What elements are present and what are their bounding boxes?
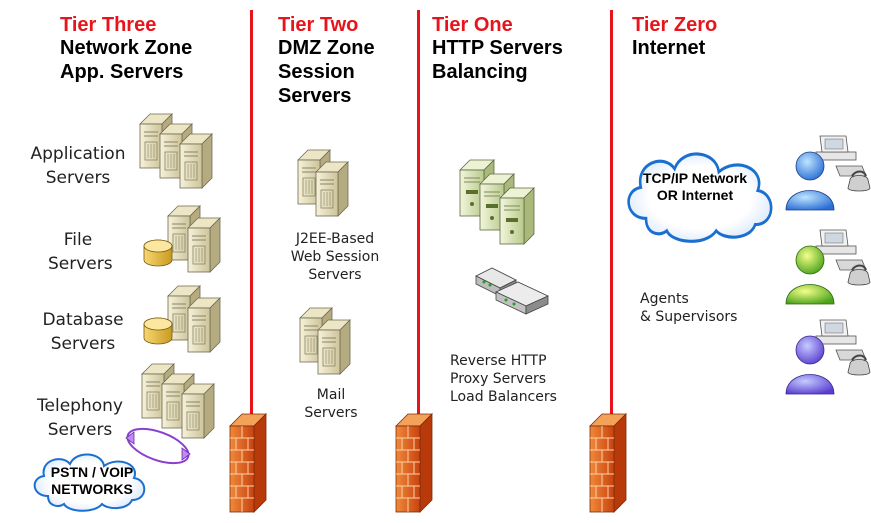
firewall-icon xyxy=(589,413,627,513)
file-servers-label: File Servers xyxy=(48,228,113,276)
tier-divider-1 xyxy=(250,10,253,420)
label-line: TCP/IP Network xyxy=(643,170,747,186)
database-cylinder-icon xyxy=(143,317,173,345)
label-line: Servers xyxy=(48,254,113,274)
label-line: File xyxy=(63,230,93,250)
tier-subtitle-line: Servers xyxy=(278,85,352,107)
label-line: NETWORKS xyxy=(51,481,133,497)
label-line: Servers xyxy=(308,267,362,283)
telephony-servers-label: Telephony Servers xyxy=(20,394,140,442)
tier-subtitle-line: Network Zone xyxy=(60,37,193,59)
label-line: PSTN / VOIP xyxy=(50,464,134,480)
session-servers-label: J2EE-Based Web Session Servers xyxy=(280,230,390,284)
label-line: Load Balancers xyxy=(450,389,557,405)
mail-server-stack-icon xyxy=(299,307,351,375)
label-line: J2EE-Based xyxy=(295,231,375,247)
label-line: Agents xyxy=(640,291,689,307)
agents-supervisors-label: Agents & Supervisors xyxy=(640,290,770,326)
internet-cloud-label: TCP/IP Network OR Internet xyxy=(620,170,770,204)
agent-workstation-icon xyxy=(785,319,871,395)
label-line: Servers xyxy=(47,420,113,440)
tier-divider-2 xyxy=(417,10,420,420)
label-line: Database xyxy=(42,310,124,330)
label-line: Mail xyxy=(316,387,346,403)
label-line: & Supervisors xyxy=(640,309,738,325)
http-server-stack-icon xyxy=(459,159,535,245)
session-server-stack-icon xyxy=(297,149,349,217)
tier-subtitle-line: Session xyxy=(278,61,355,83)
tier-subtitle-line: DMZ Zone xyxy=(278,37,375,59)
file-server-stack-icon xyxy=(167,205,221,273)
agent-workstation-icon xyxy=(785,229,871,305)
firewall-icon xyxy=(229,413,267,513)
label-line: Web Session xyxy=(290,249,380,265)
tier-subtitle-line: Balancing xyxy=(432,61,528,83)
tier-title: Tier Two xyxy=(278,14,359,36)
tier-subtitle-line: Internet xyxy=(632,37,706,59)
tier-subtitle-line: App. Servers xyxy=(60,61,184,83)
tier-three-header: Tier Three Network Zone App. Servers xyxy=(60,14,192,84)
label-line: Servers xyxy=(45,168,111,188)
tier-title: Tier One xyxy=(432,14,513,36)
label-line: Servers xyxy=(50,334,116,354)
tier-two-header: Tier Two DMZ Zone Session Servers xyxy=(278,14,375,108)
tier-title: Tier Zero xyxy=(632,14,718,36)
application-servers-label: Application Servers xyxy=(18,142,138,190)
tier-subtitle-line: HTTP Servers xyxy=(432,37,563,59)
telephony-link-arrows-icon xyxy=(125,427,191,465)
label-line: Proxy Servers xyxy=(450,371,547,387)
load-balancer-icon xyxy=(475,267,549,315)
label-line: Reverse HTTP xyxy=(450,353,547,369)
tier-divider-3 xyxy=(610,10,613,420)
label-line: Servers xyxy=(304,405,358,421)
label-line: Telephony xyxy=(37,396,123,416)
database-server-stack-icon xyxy=(167,285,221,353)
agent-workstation-icon xyxy=(785,135,871,211)
tier-title: Tier Three xyxy=(60,14,157,36)
application-server-stack-icon xyxy=(139,113,213,189)
pstn-cloud-label: PSTN / VOIP NETWORKS xyxy=(34,464,150,498)
label-line: OR Internet xyxy=(656,187,734,203)
proxy-servers-label: Reverse HTTP Proxy Servers Load Balancer… xyxy=(450,352,590,406)
file-database-icon xyxy=(143,239,173,267)
mail-servers-label: Mail Servers xyxy=(296,386,366,422)
label-line: Application xyxy=(30,144,126,164)
firewall-icon xyxy=(395,413,433,513)
tier-zero-header: Tier Zero Internet xyxy=(632,14,717,60)
tier-one-header: Tier One HTTP Servers Balancing xyxy=(432,14,563,84)
database-servers-label: Database Servers xyxy=(28,308,138,356)
